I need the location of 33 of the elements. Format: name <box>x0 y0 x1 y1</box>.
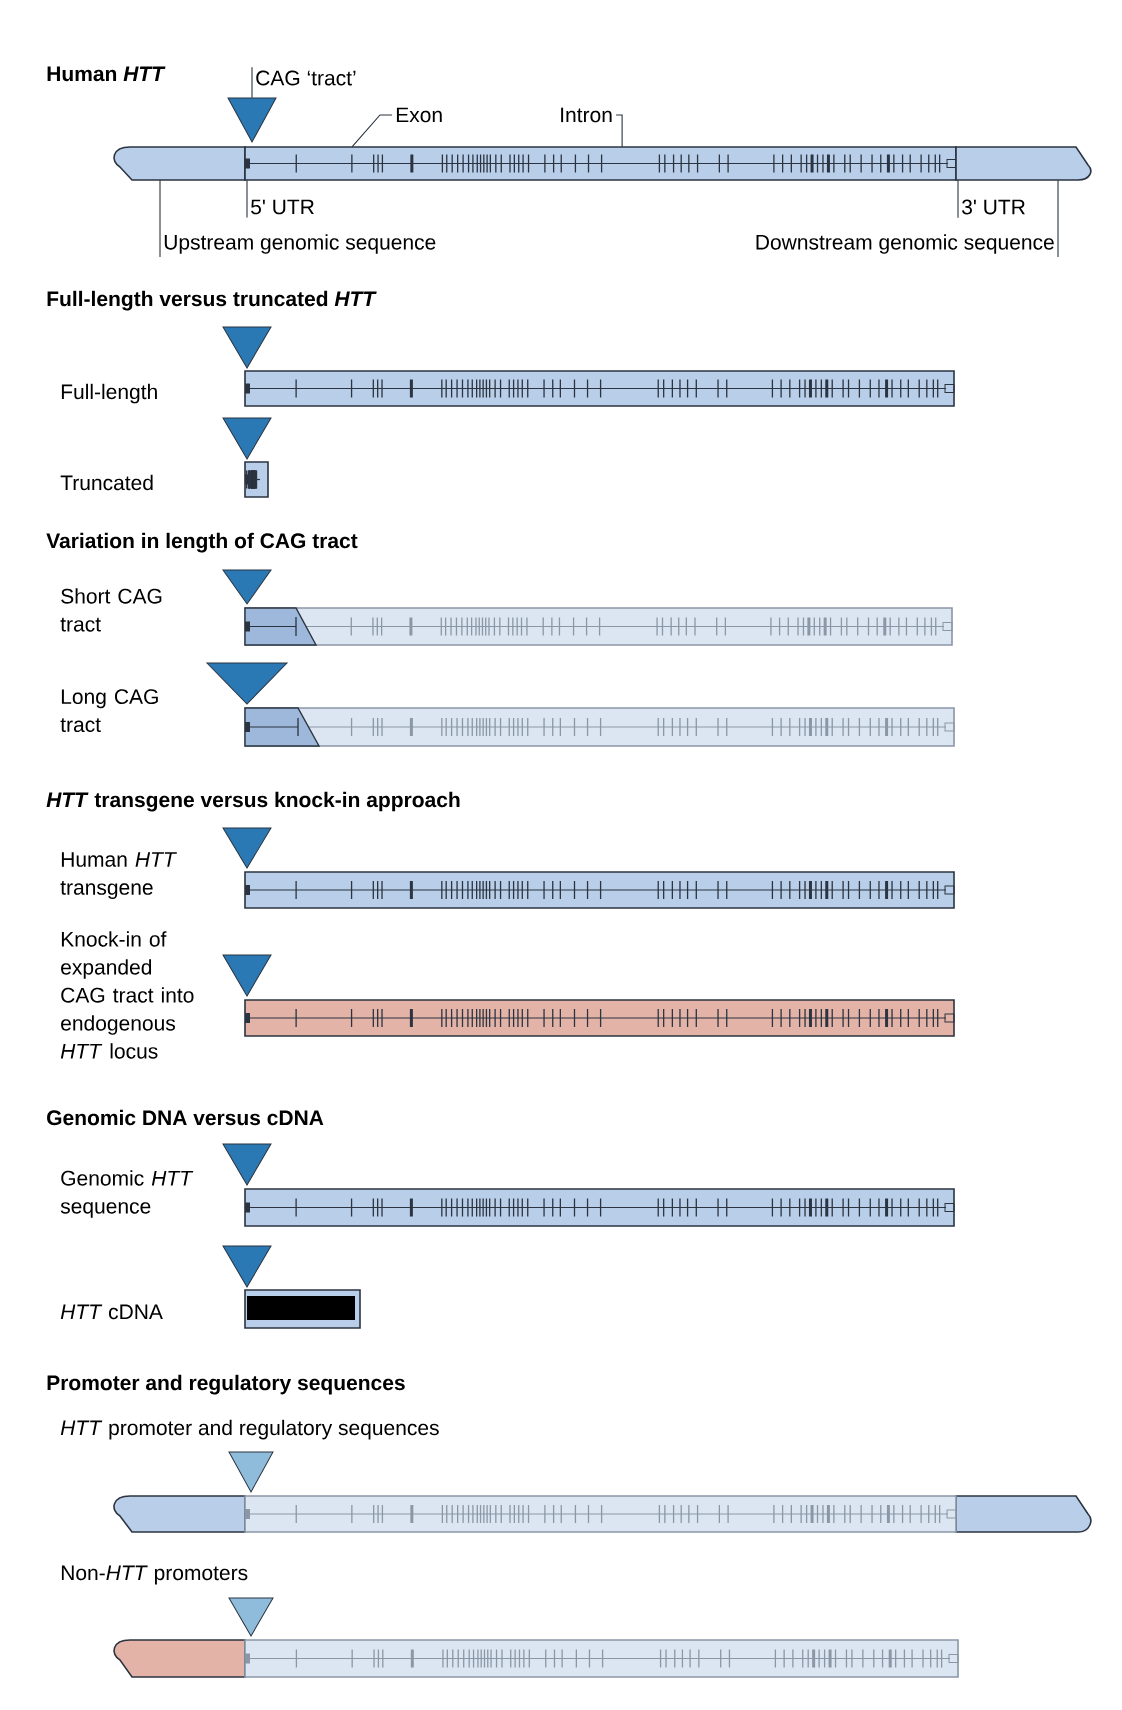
leader-line <box>615 114 623 148</box>
leader-line <box>957 179 959 219</box>
section-heading: Human HTT <box>47 66 166 82</box>
section-heading: Variation in length of CAG tract <box>46 532 358 553</box>
leader-line <box>251 66 253 99</box>
section-heading: HTT transgene versus knock-in approach <box>46 791 460 812</box>
row-label: Long CAG tract <box>60 689 158 733</box>
callout-label: Downstream genomic sequence <box>756 234 1054 254</box>
row-label: HTT promoter and regulatory sequences <box>60 1419 439 1440</box>
row-label: Short CAG tract <box>60 588 162 632</box>
leader-line <box>351 114 393 148</box>
section-heading: Genomic DNA versus cDNA <box>47 1109 324 1126</box>
callout-label: CAG ‘tract’ <box>256 70 356 86</box>
section-heading: Full-length versus truncated HTT <box>47 290 377 311</box>
row-label: HTT cDNA <box>60 1304 163 1320</box>
flanking-sequence-bar <box>113 146 246 181</box>
row-label: Knock-in of expanded CAG tract into endogenous HTT locus <box>60 931 194 1059</box>
cag-triangle <box>227 97 277 143</box>
leader-line <box>246 179 248 219</box>
row-label: Full-length <box>61 383 157 404</box>
row-label: Non-HTT promoters <box>61 1565 248 1585</box>
leader-line <box>1057 179 1059 258</box>
callout-label: 5' UTR <box>251 199 314 215</box>
callout-label: 3' UTR <box>962 199 1025 215</box>
callout-label: Exon <box>396 107 442 123</box>
row-label: Human HTT transgene <box>60 852 177 899</box>
row-label: Truncated <box>60 474 153 491</box>
leader-line <box>159 179 161 258</box>
callout-label: Upstream genomic sequence <box>164 234 436 254</box>
section-heading: Promoter and regulatory sequences <box>47 1374 405 1395</box>
flanking-sequence-bar <box>955 146 1092 181</box>
callout-label: Intron <box>561 107 612 123</box>
row-label: Genomic HTT sequence <box>60 1170 194 1218</box>
